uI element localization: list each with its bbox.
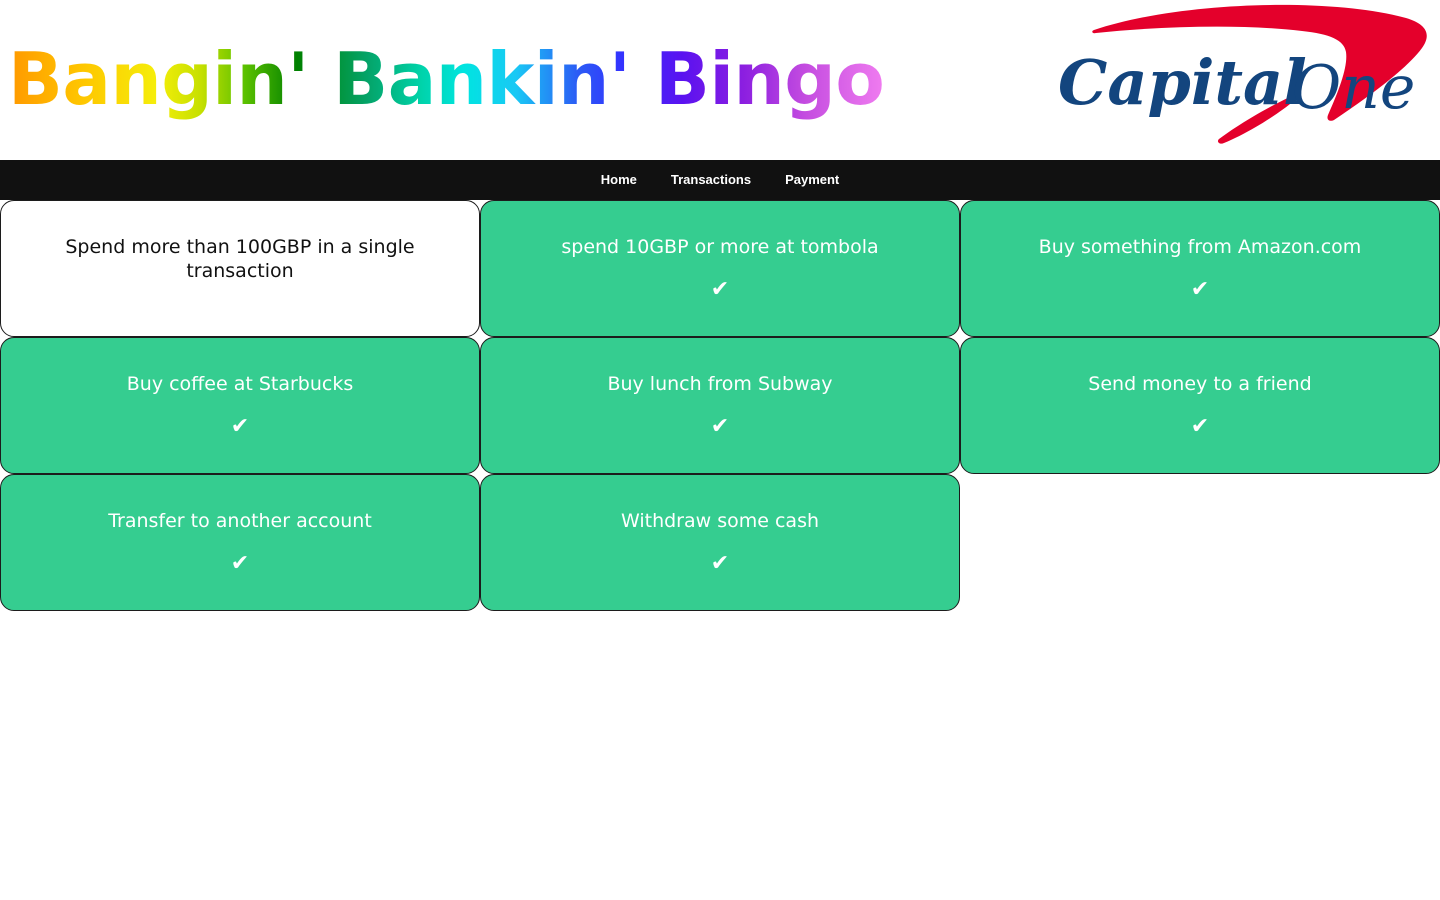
bingo-cell[interactable]: Buy something from Amazon.com ✔ (960, 200, 1440, 337)
bingo-cell[interactable]: Send money to a friend ✔ (960, 337, 1440, 474)
bingo-cell-label: Buy something from Amazon.com (1038, 236, 1362, 258)
check-icon: ✔ (710, 277, 730, 302)
nav-item-home[interactable]: Home (600, 172, 637, 187)
capital-one-logo: Capital One (1034, 4, 1434, 154)
page-title: Bangin' Bankin' Bingo (8, 34, 885, 124)
bingo-cell-label: Spend more than 100GBP in a single trans… (65, 236, 415, 282)
bingo-cell[interactable]: Transfer to another account ✔ (0, 474, 480, 611)
bingo-cell-label: Withdraw some cash (620, 510, 820, 532)
bingo-cell-label: Buy coffee at Starbucks (126, 373, 354, 395)
bingo-cell-label: Transfer to another account (108, 510, 372, 532)
check-icon: ✔ (710, 551, 730, 576)
bingo-cell-label: spend 10GBP or more at tombola (561, 236, 879, 258)
bingo-cell[interactable]: Withdraw some cash ✔ (480, 474, 960, 611)
bingo-cell[interactable]: Buy lunch from Subway ✔ (480, 337, 960, 474)
logo-word-one: One (1292, 53, 1415, 123)
bingo-cell-label: Send money to a friend (1088, 373, 1312, 395)
bingo-cell[interactable]: spend 10GBP or more at tombola ✔ (480, 200, 960, 337)
bingo-cell-empty (960, 474, 1440, 611)
swoosh-shape (1092, 4, 1427, 121)
nav-item-transactions[interactable]: Transactions (670, 172, 752, 187)
bingo-grid: Spend more than 100GBP in a single trans… (0, 200, 1440, 611)
logo-word-capital: Capital (1058, 46, 1307, 119)
check-icon: ✔ (1190, 277, 1210, 302)
bingo-cell-label: Buy lunch from Subway (607, 373, 833, 395)
bingo-cell[interactable]: Buy coffee at Starbucks ✔ (0, 337, 480, 474)
check-icon: ✔ (1190, 414, 1210, 439)
check-icon: ✔ (230, 414, 250, 439)
page-header: Bangin' Bankin' Bingo Capital One (0, 0, 1440, 160)
swoosh-tail-shape (1217, 95, 1297, 144)
main-navigation: Home Transactions Payment (0, 160, 1440, 200)
check-icon: ✔ (230, 551, 250, 576)
check-icon: ✔ (710, 414, 730, 439)
bingo-cell[interactable]: Spend more than 100GBP in a single trans… (0, 200, 480, 337)
nav-item-payment[interactable]: Payment (785, 172, 840, 187)
